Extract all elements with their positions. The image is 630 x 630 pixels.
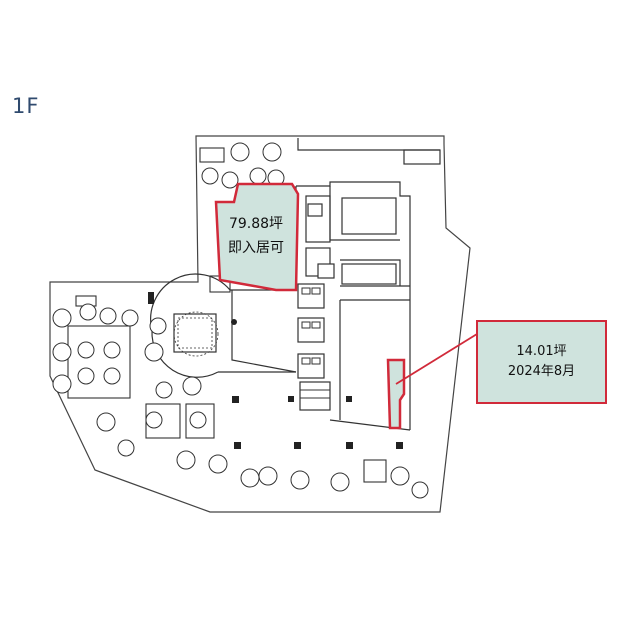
callout-leader-line: [395, 333, 478, 385]
tree-icon: [52, 142, 429, 499]
floor-label: 1F: [12, 94, 40, 118]
unit-2-area-label: 14.01坪: [516, 344, 567, 359]
unit-1-area-label: 79.88坪: [229, 216, 283, 232]
core-rooms: [297, 203, 335, 411]
unit-2-status-label: 2024年8月: [507, 364, 576, 379]
unit-1-status-label: 即入居可: [228, 240, 284, 256]
unit-2-callout[interactable]: 14.01坪 2024年8月: [476, 320, 607, 404]
stairs-icon: [299, 381, 331, 411]
building-walls: [150, 138, 441, 431]
column-icon: [148, 292, 403, 449]
unit-1-area[interactable]: [214, 182, 300, 292]
atrium: [173, 311, 219, 357]
site-outline: [49, 135, 471, 513]
unit-2-area[interactable]: [386, 358, 406, 430]
